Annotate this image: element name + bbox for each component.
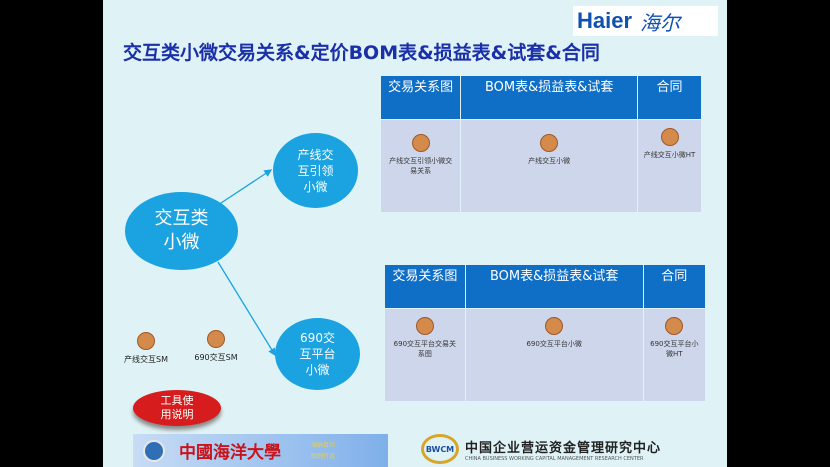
file-icon (207, 330, 225, 348)
tool-usage-button[interactable]: 工具使用说明 (133, 390, 221, 426)
file-label: 产线交互小微 (528, 157, 571, 165)
slide-title: 交互类小微交易关系&定价BOM表&损益表&试套&合同 (123, 42, 600, 64)
file-label: 产线交互引领小微交易关系 (389, 157, 453, 175)
file-sm-1[interactable]: 产线交互SM (121, 332, 171, 365)
file-cell[interactable]: 690交互平台小微HT (642, 308, 707, 402)
slide: Haier 海尔 交互类小微交易关系&定价BOM表&损益表&试套&合同 交互类小微… (103, 0, 727, 467)
file-sm-2[interactable]: 690交互SM (191, 330, 241, 363)
ouc-banner: 中國海洋大學 海纳百川取则行远 (133, 434, 388, 467)
file-cell[interactable]: 690交互平台小微 (464, 308, 644, 402)
file-label: 产线交互SM (124, 355, 168, 364)
tool-usage-label: 工具使用说明 (160, 394, 194, 421)
logo-brand: Haier (577, 8, 633, 33)
header-cell: BOM表&损益表&试套 (460, 75, 639, 120)
file-icon (411, 134, 430, 152)
motto-line: 取则行远 (311, 452, 336, 460)
arrow-bottom (217, 261, 276, 357)
central-node[interactable]: 交互类小微 (125, 192, 238, 270)
header-cell: 交易关系图 (379, 75, 462, 120)
file-label: 产线交互小微HT (643, 151, 696, 159)
center-name-en: CHINA BUSINESS WORKING CAPITAL MANAGEMEN… (465, 455, 644, 462)
file-label: 690交互平台交易关系图 (393, 340, 457, 358)
center-name-cn: 中国企业营运资金管理研究中心 (465, 440, 662, 456)
node-top-label: 产线交互引领小微 (297, 147, 334, 194)
node-bottom[interactable]: 690交互平台小微 (275, 318, 360, 390)
file-cell[interactable]: 产线交互引领小微交易关系 (379, 119, 462, 213)
file-icon (660, 128, 679, 146)
header-cell: 交易关系图 (384, 264, 466, 309)
file-icon (545, 317, 564, 335)
node-bottom-label: 690交互平台小微 (299, 331, 336, 377)
university-seal-icon (143, 439, 165, 462)
central-node-label: 交互类小微 (154, 208, 209, 253)
bwcm-logo: BWCM (421, 434, 459, 464)
file-cell[interactable]: 产线交互小微 (460, 119, 639, 213)
header-cell: 合同 (642, 264, 707, 309)
motto-line: 海纳百川 (311, 441, 336, 449)
file-label: 690交互SM (194, 353, 238, 362)
logo-chinese: 海尔 (640, 10, 681, 35)
university-name: 中國海洋大學 (179, 443, 281, 463)
header-cell: 合同 (637, 75, 702, 120)
connector-arrows (217, 169, 276, 357)
file-icon (137, 332, 155, 350)
file-label: 690交互平台小微 (526, 340, 582, 348)
file-label: 690交互平台小微HT (650, 340, 699, 358)
file-cell[interactable]: 690交互平台交易关系图 (384, 308, 466, 402)
file-cell[interactable]: 产线交互小微HT (637, 119, 702, 213)
file-icon (415, 317, 434, 335)
file-icon (540, 134, 559, 152)
haier-logo: Haier 海尔 (573, 6, 718, 36)
motto: 海纳百川取则行远 (311, 440, 335, 462)
arrow-top (217, 169, 273, 206)
header-cell: BOM表&损益表&试套 (464, 264, 644, 309)
file-icon (665, 317, 684, 335)
node-top[interactable]: 产线交互引领小微 (273, 133, 358, 208)
